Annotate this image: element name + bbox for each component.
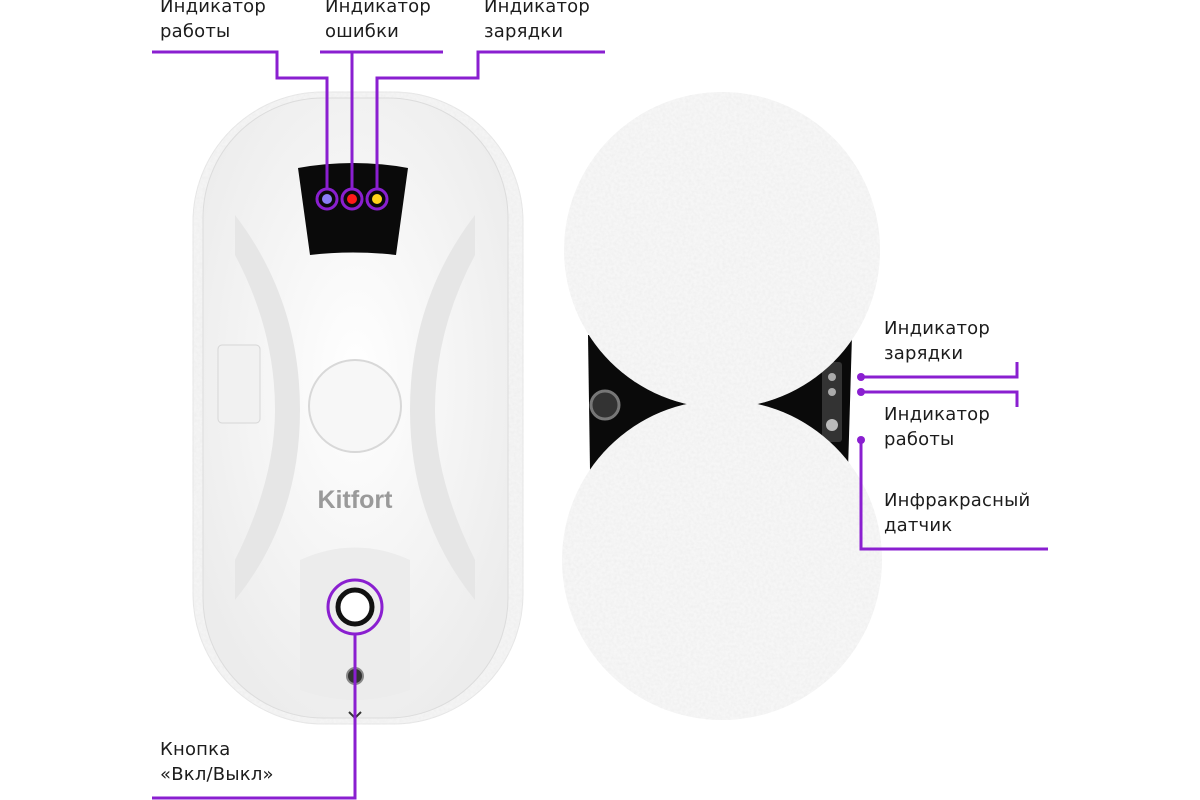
body-groove-left: [235, 215, 300, 600]
ring-led-error: [340, 187, 364, 211]
callout-power: [152, 634, 357, 800]
label-line: Индикатор: [484, 0, 591, 17]
ring-led-charge: [365, 187, 389, 211]
label-power-button: Кнопка «Вкл/Выкл»: [160, 737, 274, 787]
ring-led-work: [315, 187, 339, 211]
center-suction-button: [308, 359, 402, 453]
label-line: Индикатор: [884, 404, 991, 425]
callout-lines: [152, 50, 1048, 800]
led-work-icon: [322, 194, 332, 204]
callout-right-work: [861, 390, 1019, 407]
kitfort-logo: Kitfort: [318, 486, 394, 514]
callout-top-work: [152, 50, 329, 190]
label-line: работы: [160, 21, 231, 42]
rear-led-charge-icon: [828, 373, 836, 381]
window-robot-front: Kitfort: [192, 91, 524, 725]
label-line: Кнопка: [160, 739, 231, 760]
power-button[interactable]: [335, 587, 375, 627]
label-right-ir: Инфракрасный датчик: [884, 488, 1030, 538]
led-error-icon: [347, 194, 357, 204]
callout-top-charge: [375, 50, 605, 190]
label-line: зарядки: [884, 343, 964, 364]
side-latch: [217, 344, 261, 424]
label-line: зарядки: [484, 21, 564, 42]
label-line: «Вкл/Выкл»: [160, 764, 274, 785]
callout-right-charge: [861, 362, 1019, 379]
window-robot-back: [562, 92, 882, 720]
label-line: датчик: [884, 515, 953, 536]
label-top-work: Индикатор работы: [160, 0, 266, 44]
rear-connector-icon: [589, 389, 621, 421]
label-top-error: Индикатор ошибки: [325, 0, 431, 44]
led-charge-icon: [372, 194, 382, 204]
label-line: ошибки: [325, 21, 400, 42]
label-line: Индикатор: [160, 0, 267, 17]
microfiber-pad-top: [564, 92, 880, 408]
callout-right-ir: [859, 440, 1048, 551]
callout-dots: [857, 373, 865, 444]
label-line: Индикатор: [325, 0, 432, 17]
label-line: Инфракрасный: [884, 490, 1031, 511]
label-line: работы: [884, 429, 955, 450]
microfiber-pad-bottom: [562, 400, 882, 720]
rear-led-work-icon: [828, 388, 836, 396]
body-groove-right: [410, 215, 475, 600]
ir-sensor-icon: [826, 419, 838, 431]
label-top-charge: Индикатор зарядки: [484, 0, 590, 44]
label-right-charge: Индикатор зарядки: [884, 316, 990, 366]
label-right-work: Индикатор работы: [884, 402, 990, 452]
label-line: Индикатор: [884, 318, 991, 339]
